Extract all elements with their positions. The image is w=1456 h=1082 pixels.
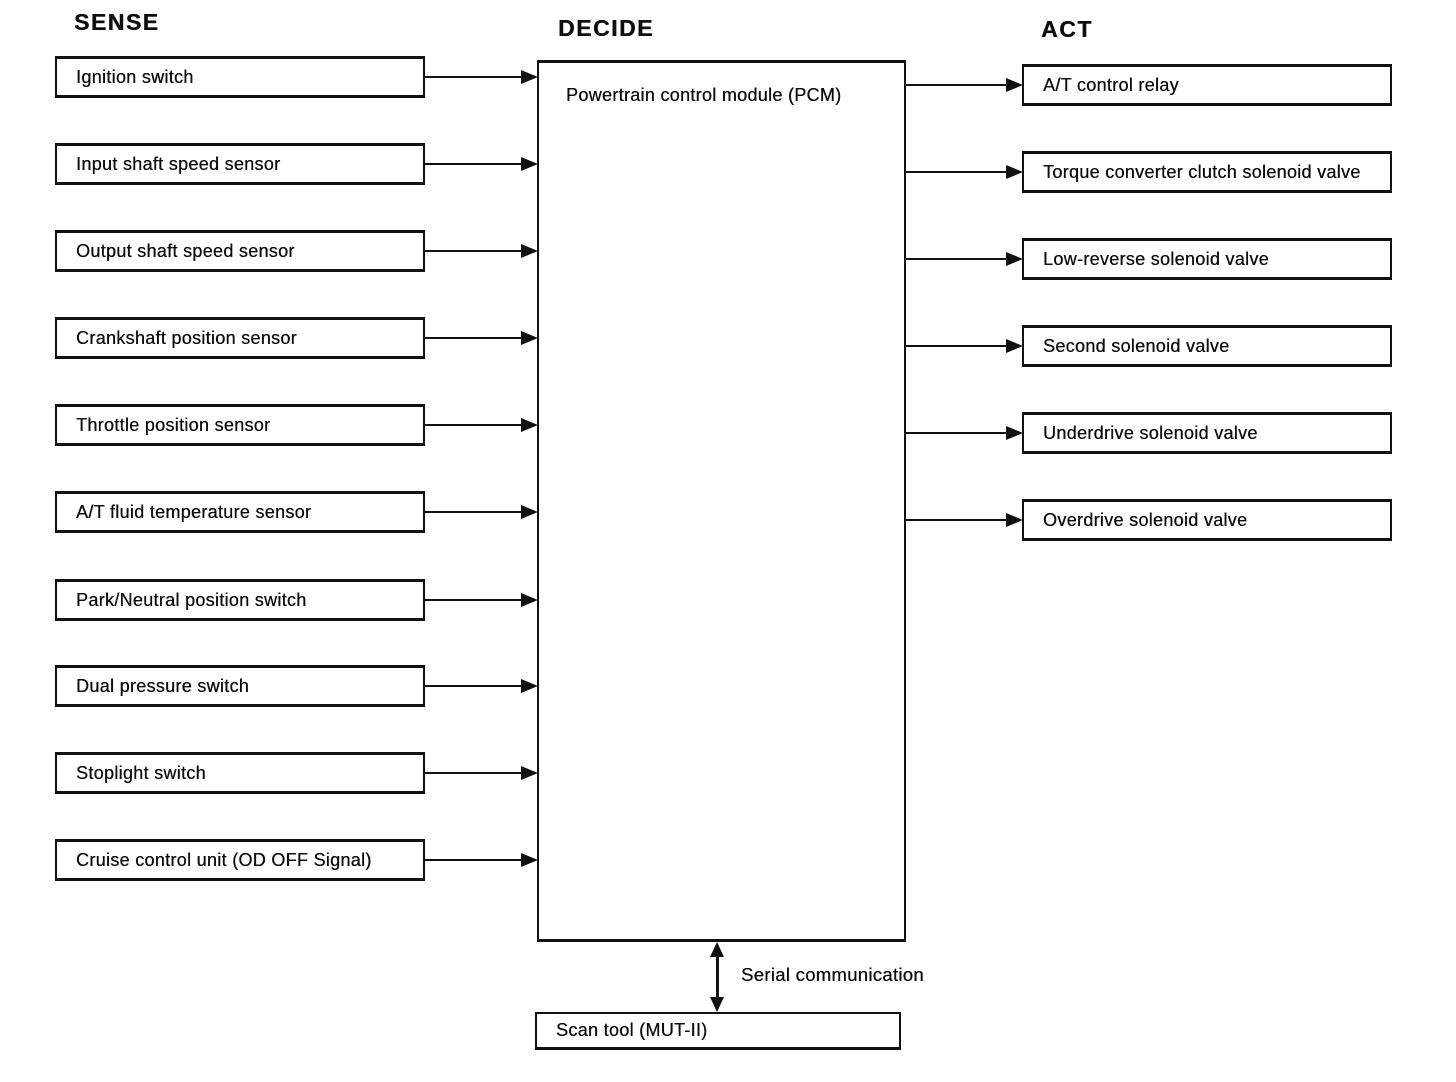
act-flow-arrow-icon <box>905 426 1023 440</box>
pcm-label: Powertrain control module (PCM) <box>566 85 842 105</box>
sense-box-park-neutral-position-switch: Park/Neutral position switch <box>55 579 425 621</box>
act-box-label: Underdrive solenoid valve <box>1043 422 1258 443</box>
sense-box-label: Park/Neutral position switch <box>76 589 307 610</box>
act-box-label: Torque converter clutch solenoid valve <box>1043 161 1361 182</box>
act-box-label: Overdrive solenoid valve <box>1043 509 1248 530</box>
sense-box-output-shaft-speed-sensor: Output shaft speed sensor <box>55 230 425 272</box>
sense-flow-arrow-icon <box>424 70 538 84</box>
act-flow-arrow-icon <box>905 252 1023 266</box>
heading-decide: DECIDE <box>558 15 654 41</box>
serial-communication-arrow-icon <box>709 942 726 1012</box>
sense-box-label: Stoplight switch <box>76 762 206 783</box>
sense-box-label: Output shaft speed sensor <box>76 240 295 261</box>
sense-box-label: Crankshaft position sensor <box>76 327 297 348</box>
act-box-at-control-relay: A/T control relay <box>1022 64 1392 106</box>
sense-box-label: Throttle position sensor <box>76 414 271 435</box>
serial-communication-label: Serial communication <box>741 964 924 985</box>
act-box-second-solenoid-valve: Second solenoid valve <box>1022 325 1392 367</box>
act-flow-arrow-icon <box>905 78 1023 92</box>
act-box-overdrive-solenoid-valve: Overdrive solenoid valve <box>1022 499 1392 541</box>
sense-flow-arrow-icon <box>424 853 538 867</box>
sense-box-label: Cruise control unit (OD OFF Signal) <box>76 849 372 870</box>
act-flow-arrow-icon <box>905 165 1023 179</box>
sense-flow-arrow-icon <box>424 593 538 607</box>
act-box-label: Low-reverse solenoid valve <box>1043 248 1269 269</box>
scan-tool-label: Scan tool (MUT-II) <box>556 1020 708 1040</box>
heading-sense: SENSE <box>74 9 160 35</box>
sense-flow-arrow-icon <box>424 679 538 693</box>
act-flow-arrow-icon <box>905 513 1023 527</box>
sense-flow-arrow-icon <box>424 505 538 519</box>
sense-flow-arrow-icon <box>424 244 538 258</box>
sense-flow-arrow-icon <box>424 331 538 345</box>
sense-box-input-shaft-speed-sensor: Input shaft speed sensor <box>55 143 425 185</box>
sense-box-dual-pressure-switch: Dual pressure switch <box>55 665 425 707</box>
sense-box-at-fluid-temperature-sensor: A/T fluid temperature sensor <box>55 491 425 533</box>
act-box-torque-converter-clutch-solenoid-valve: Torque converter clutch solenoid valve <box>1022 151 1392 193</box>
act-box-low-reverse-solenoid-valve: Low-reverse solenoid valve <box>1022 238 1392 280</box>
act-box-label: Second solenoid valve <box>1043 335 1230 356</box>
sense-box-cruise-control-unit: Cruise control unit (OD OFF Signal) <box>55 839 425 881</box>
sense-box-label: Dual pressure switch <box>76 675 250 696</box>
heading-act: ACT <box>1041 16 1093 42</box>
sense-flow-arrow-icon <box>424 157 538 171</box>
sense-box-ignition-switch: Ignition switch <box>55 56 425 98</box>
sense-box-crankshaft-position-sensor: Crankshaft position sensor <box>55 317 425 359</box>
sense-box-label: A/T fluid temperature sensor <box>76 501 312 522</box>
sense-box-stoplight-switch: Stoplight switch <box>55 752 425 794</box>
act-box-label: A/T control relay <box>1043 74 1179 95</box>
pcm-box: Powertrain control module (PCM) <box>537 60 906 942</box>
sense-flow-arrow-icon <box>424 766 538 780</box>
sense-box-label: Ignition switch <box>76 66 194 87</box>
act-flow-arrow-icon <box>905 339 1023 353</box>
act-box-underdrive-solenoid-valve: Underdrive solenoid valve <box>1022 412 1392 454</box>
scan-tool-box: Scan tool (MUT-II) <box>535 1012 901 1050</box>
sense-box-throttle-position-sensor: Throttle position sensor <box>55 404 425 446</box>
sense-flow-arrow-icon <box>424 418 538 432</box>
sense-box-label: Input shaft speed sensor <box>76 153 281 174</box>
